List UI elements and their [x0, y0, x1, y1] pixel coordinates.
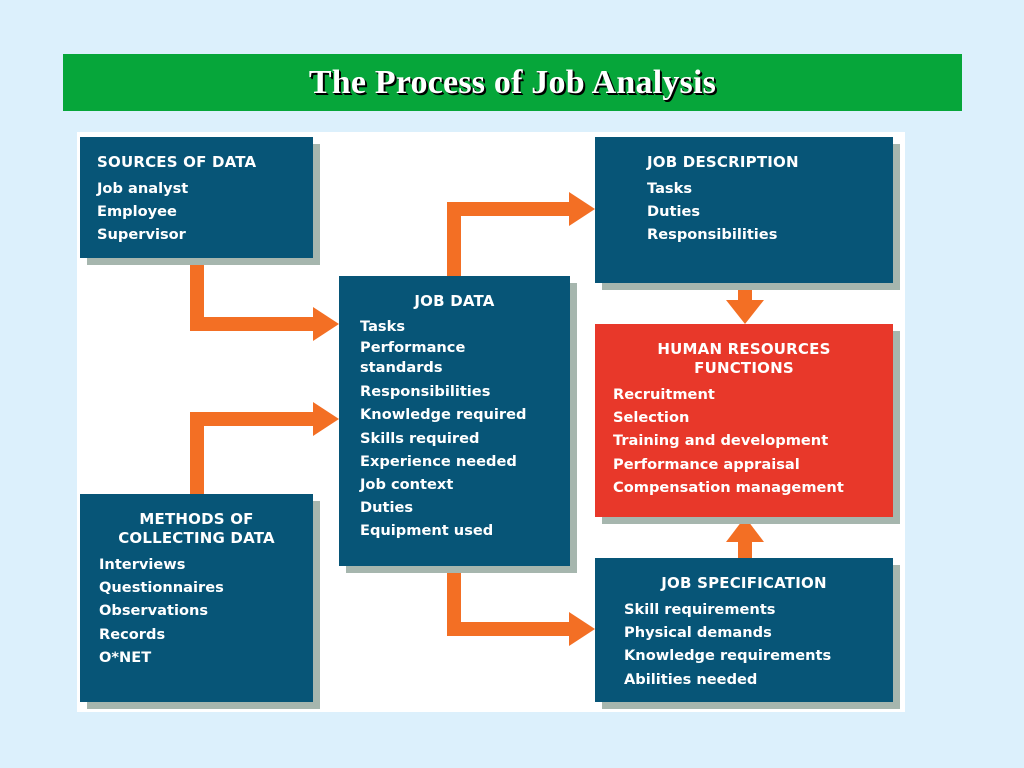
- list-item: Job analyst: [97, 180, 189, 197]
- arrow-head-sources-to-jobdata: [313, 307, 339, 341]
- arrow-methods-to-jobdata: [190, 412, 313, 494]
- arrow-head-specification-to-hr: [726, 517, 764, 542]
- list-item: Experience needed: [360, 452, 517, 470]
- list-item: Knowledge requirements: [624, 647, 832, 665]
- list-item: Interviews: [99, 556, 186, 573]
- arrow-specification-to-hr: [738, 538, 752, 558]
- list-item: standards: [360, 359, 443, 377]
- methods-heading-line1: METHODS OF: [139, 510, 254, 528]
- list-item: Duties: [360, 499, 414, 517]
- arrow-head-jobdata-to-description: [569, 192, 595, 226]
- list-item: Supervisor: [97, 226, 186, 244]
- title-bar: The Process of Job Analysis: [63, 54, 962, 111]
- job-specification-heading: JOB SPECIFICATION: [661, 574, 827, 592]
- job-data-box: JOB DATA Tasks Performance standards Res…: [339, 276, 570, 566]
- list-item: Physical demands: [624, 624, 772, 642]
- arrow-description-to-hr: [738, 283, 752, 304]
- arrow-head-description-to-hr: [726, 300, 764, 324]
- job-description-heading: JOB DESCRIPTION: [647, 153, 799, 171]
- list-item: Duties: [647, 203, 701, 221]
- job-specification-box: JOB SPECIFICATION Skill requirements Phy…: [595, 558, 893, 702]
- hr-functions-heading: HUMAN RESOURCES FUNCTIONS: [613, 340, 893, 378]
- list-item: Equipment used: [360, 522, 494, 540]
- list-item: Performance appraisal: [613, 455, 800, 473]
- sources-heading: SOURCES OF DATA: [97, 153, 257, 171]
- flow-arrows: [190, 192, 764, 646]
- arrow-head-methods-to-jobdata: [313, 402, 339, 436]
- sources-of-data-box: SOURCES OF DATA Job analyst Employee Sup…: [80, 137, 313, 258]
- arrow-jobdata-to-description: [447, 202, 569, 276]
- list-item: Performance: [360, 339, 466, 357]
- sources-list: Job analyst Employee Supervisor: [97, 177, 313, 247]
- list-item: Responsibilities: [360, 383, 491, 401]
- list-item: Job context: [360, 476, 454, 494]
- job-specification-list: Skill requirements Physical demands Know…: [624, 598, 893, 691]
- list-item: Recruitment: [613, 386, 715, 403]
- hr-heading-line1: HUMAN RESOURCES: [657, 340, 831, 358]
- methods-list: Interviews Questionnaires Observations R…: [99, 553, 313, 669]
- arrow-jobdata-to-specification: [447, 566, 569, 636]
- hr-functions-list: Recruitment Selection Training and devel…: [613, 383, 893, 499]
- list-item: Responsibilities: [647, 226, 778, 244]
- list-item: Knowledge required: [360, 406, 527, 424]
- list-item: Selection: [613, 409, 690, 427]
- list-item: Questionnaires: [99, 579, 224, 597]
- list-item: Skill requirements: [624, 601, 776, 618]
- job-data-heading: JOB DATA: [414, 292, 495, 310]
- job-description-box: JOB DESCRIPTION Tasks Duties Responsibil…: [595, 137, 893, 283]
- list-item: Skills required: [360, 429, 480, 447]
- job-data-list: Tasks Performance standards Responsibili…: [360, 315, 570, 543]
- list-item: Records: [99, 625, 166, 643]
- list-item: Training and development: [613, 432, 829, 450]
- list-item: Compensation management: [613, 478, 844, 496]
- arrow-sources-to-jobdata: [190, 258, 313, 331]
- list-item: Observations: [99, 602, 209, 620]
- diagram-canvas: SOURCES OF DATA Job analyst Employee Sup…: [77, 132, 905, 712]
- hr-functions-box: HUMAN RESOURCES FUNCTIONS Recruitment Se…: [595, 324, 893, 517]
- list-item: Employee: [97, 203, 177, 221]
- list-item: Tasks: [647, 180, 692, 197]
- methods-heading: METHODS OF COLLECTING DATA: [99, 510, 313, 548]
- page-title: The Process of Job Analysis: [308, 63, 717, 101]
- list-item: O*NET: [99, 648, 152, 666]
- arrow-head-jobdata-to-specification: [569, 612, 595, 646]
- methods-box: METHODS OF COLLECTING DATA Interviews Qu…: [80, 494, 313, 702]
- methods-heading-line2: COLLECTING DATA: [118, 529, 275, 547]
- list-item: Tasks: [360, 318, 405, 335]
- list-item: Abilities needed: [624, 670, 758, 688]
- hr-heading-line2: FUNCTIONS: [694, 359, 794, 377]
- job-description-list: Tasks Duties Responsibilities: [647, 177, 893, 247]
